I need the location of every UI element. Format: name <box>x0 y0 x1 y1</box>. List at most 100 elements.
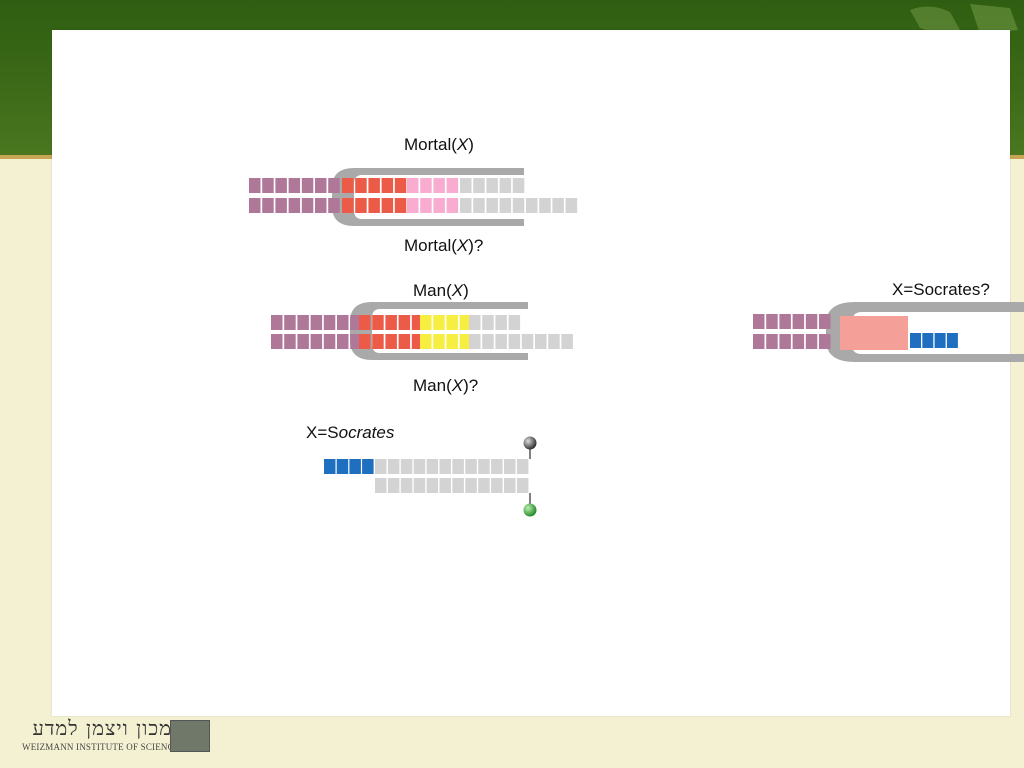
cell-pink <box>407 178 419 193</box>
cell-mauve <box>323 315 336 330</box>
cell-pink <box>446 198 459 213</box>
cell-gray <box>375 478 387 493</box>
cell-blue <box>324 459 336 474</box>
cell-mauve <box>337 315 349 330</box>
tube-mortal <box>332 168 524 226</box>
cell-red <box>385 334 397 349</box>
logo-hebrew-text: מכון ויצמן למדע <box>32 716 172 740</box>
cell-blue <box>349 459 361 474</box>
cell-gray <box>400 459 413 474</box>
cell-red <box>385 315 397 330</box>
cell-mauve <box>315 198 327 213</box>
tube-man <box>350 302 528 360</box>
cell-mauve <box>766 334 778 349</box>
cell-mauve <box>792 314 805 329</box>
cell-mauve <box>310 334 323 349</box>
cell-red <box>359 334 371 349</box>
cell-mauve <box>753 314 765 329</box>
cell-gray <box>548 334 560 349</box>
cell-gray <box>375 459 387 474</box>
cell-gray <box>482 334 494 349</box>
cell-mauve <box>792 334 805 349</box>
cell-blue <box>336 459 349 474</box>
strand-socrates <box>324 436 537 517</box>
cell-gray <box>473 178 485 193</box>
cell-gray <box>387 459 400 474</box>
cell-gray <box>469 315 481 330</box>
cell-mauve <box>249 198 261 213</box>
cell-gray <box>504 459 516 474</box>
cell-mauve <box>310 315 323 330</box>
cell-gray <box>552 198 564 213</box>
label-mortal-x-query: Mortal(X)? <box>404 236 484 255</box>
cell-gray <box>439 478 451 493</box>
cell-red <box>372 315 384 330</box>
cell-red <box>372 334 384 349</box>
cell-gray <box>426 459 439 474</box>
cell-gray <box>495 334 507 349</box>
tube-socrates <box>826 302 1024 362</box>
decorative-corner-icon <box>910 4 1018 34</box>
cell-gray <box>491 459 503 474</box>
cell-salmon-block <box>840 316 908 350</box>
cell-gray <box>413 459 426 474</box>
cell-red <box>342 198 354 213</box>
cell-blue <box>362 459 374 474</box>
label-x-socrates-query: X=Socrates? <box>892 280 990 299</box>
cell-gray <box>504 478 516 493</box>
slide-content-area <box>60 30 1010 540</box>
cell-mauve <box>350 315 362 330</box>
cell-gray <box>516 478 529 493</box>
cell-mauve <box>819 314 831 329</box>
cell-gray <box>465 459 477 474</box>
weizmann-logo: מכון ויצמן למדע WEIZMANN INSTITUTE OF SC… <box>22 716 212 758</box>
cell-yellow <box>433 334 445 349</box>
cell-pink <box>420 198 432 213</box>
label-mortal-x: Mortal(X) <box>404 135 474 154</box>
cell-red <box>381 178 394 193</box>
cell-gray <box>521 334 534 349</box>
cell-gray <box>482 315 494 330</box>
cell-red <box>398 315 411 330</box>
cell-red <box>411 315 424 330</box>
cell-red <box>355 178 367 193</box>
logo-english-text: WEIZMANN INSTITUTE OF SCIENCE <box>22 742 180 752</box>
cell-gray <box>508 334 521 349</box>
cell-gray <box>465 478 477 493</box>
cell-gray <box>400 478 413 493</box>
cell-red <box>368 198 380 213</box>
label-x-socrates: X=Socrates <box>306 423 395 442</box>
label-man-x: Man(X) <box>413 281 469 300</box>
cell-blue <box>934 333 946 348</box>
cell-gray <box>387 478 400 493</box>
weizmann-emblem-icon <box>170 720 210 752</box>
cell-gray <box>478 459 490 474</box>
cell-yellow <box>459 334 472 349</box>
cell-gray <box>499 178 512 193</box>
cell-gray <box>561 334 573 349</box>
cell-gray <box>512 198 525 213</box>
cell-gray <box>452 478 464 493</box>
cell-mauve <box>271 334 283 349</box>
construct-socrates-query <box>753 302 1024 362</box>
cell-gray <box>413 478 426 493</box>
label-man-x-query: Man(X)? <box>413 376 479 395</box>
cell-gray <box>499 198 512 213</box>
cell-gray <box>439 459 451 474</box>
cell-gray <box>486 178 498 193</box>
cell-yellow <box>433 315 445 330</box>
cell-mauve <box>262 198 274 213</box>
cell-mauve <box>284 315 296 330</box>
cell-red <box>394 178 407 193</box>
cell-mauve <box>297 334 309 349</box>
cell-red <box>359 315 371 330</box>
cell-mauve <box>301 198 314 213</box>
cell-gray <box>473 198 485 213</box>
construct-mortal <box>249 168 578 226</box>
cell-red <box>368 178 380 193</box>
cell-mauve <box>779 334 791 349</box>
cell-blue <box>946 333 958 348</box>
cell-red <box>381 198 394 213</box>
construct-man <box>271 302 573 360</box>
